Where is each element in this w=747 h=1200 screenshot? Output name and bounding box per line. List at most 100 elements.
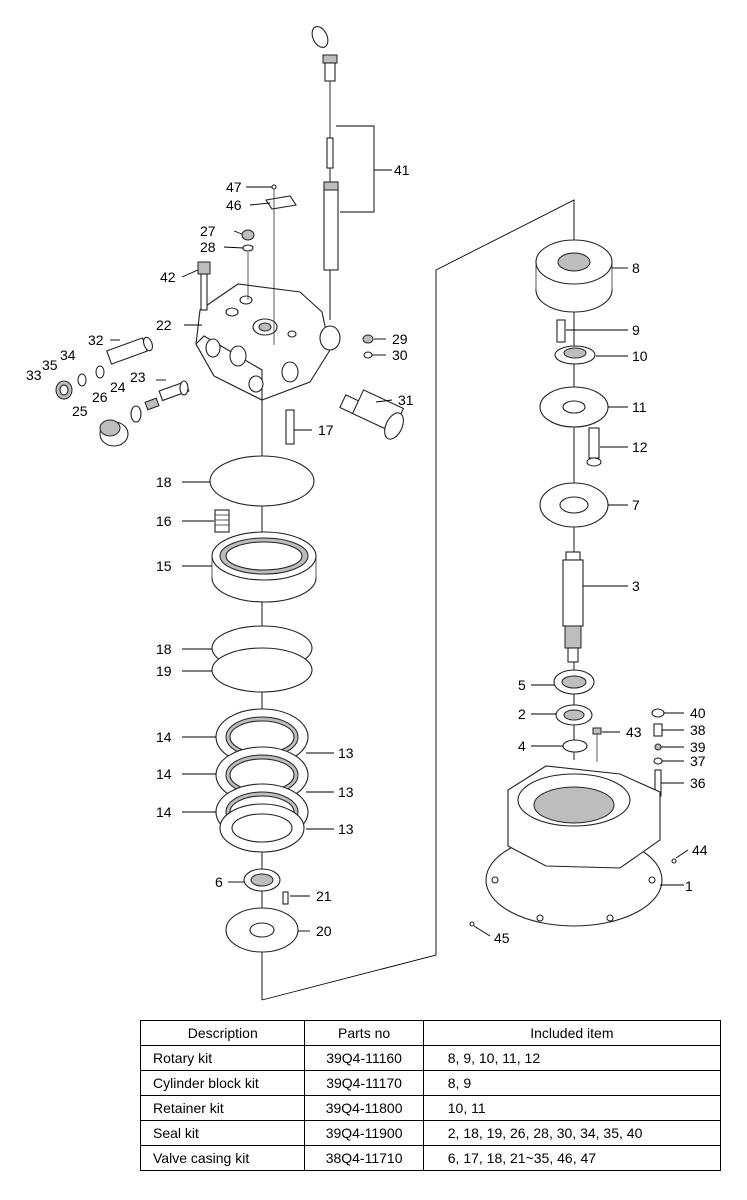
callout-31: 31 — [398, 392, 414, 408]
callout-43: 43 — [626, 724, 642, 740]
plug-45 — [469, 921, 475, 927]
callout-17: 17 — [318, 422, 334, 438]
exploded-parts-diagram: 1 2 3 4 5 6 7 8 9 10 11 12 13 13 13 14 1… — [26, 26, 708, 1001]
callout-14-c: 14 — [156, 804, 172, 820]
brake-piston-15 — [211, 531, 317, 603]
oil-seal-2 — [555, 704, 593, 726]
callout-15: 15 — [156, 558, 172, 574]
callout-9: 9 — [632, 322, 640, 338]
swash-plate-7 — [539, 482, 609, 528]
o-ring-18-top — [209, 455, 315, 507]
drive-shaft-3 — [562, 551, 584, 663]
callout-29: 29 — [392, 331, 408, 347]
callout-47: 47 — [226, 179, 242, 195]
cell-parts-no: 39Q4-11160 — [304, 1045, 424, 1071]
bolt-42 — [197, 261, 211, 311]
piston-12 — [586, 427, 602, 467]
cell-included-item: 6, 17, 18, 21~35, 46, 47 — [422, 1145, 722, 1171]
casing-1 — [485, 765, 663, 927]
plug-27-28-46-47 — [241, 184, 297, 345]
table-row: Cylinder block kit 39Q4-11170 8, 9 — [139, 1070, 722, 1096]
table-row: Rotary kit 39Q4-11160 8, 9, 10, 11, 12 — [139, 1045, 722, 1071]
valve-casing-22 — [195, 283, 341, 401]
callout-35: 35 — [42, 357, 58, 373]
pin-17 — [285, 409, 295, 445]
spring-9 — [556, 319, 566, 343]
callout-38: 38 — [690, 722, 706, 738]
callout-37: 37 — [690, 753, 706, 769]
callout-18-b: 18 — [156, 641, 172, 657]
cell-parts-no: 39Q4-11170 — [304, 1070, 424, 1096]
callout-28: 28 — [200, 239, 216, 255]
pin-21 — [282, 891, 289, 905]
callout-22: 22 — [156, 317, 172, 333]
callout-10: 10 — [632, 348, 648, 364]
leader-lines — [110, 186, 689, 937]
callout-25: 25 — [72, 403, 88, 419]
header-included-item: Included item — [422, 1020, 722, 1046]
plug-29-30 — [362, 334, 374, 359]
callout-2: 2 — [518, 706, 526, 722]
callout-39: 39 — [690, 739, 706, 755]
callout-5: 5 — [518, 677, 526, 693]
cell-parts-no: 39Q4-11900 — [304, 1120, 424, 1146]
kit-parts-table: Description Parts no Included item Rotar… — [139, 1020, 722, 1171]
callout-41: 41 — [394, 162, 410, 178]
callout-8: 8 — [632, 260, 640, 276]
callout-21: 21 — [316, 888, 332, 904]
callout-12: 12 — [632, 439, 648, 455]
cell-description: Valve casing kit — [139, 1145, 306, 1171]
callout-40: 40 — [690, 705, 706, 721]
plate-20 — [225, 907, 299, 953]
cell-included-item: 8, 9 — [422, 1070, 722, 1096]
callout-24: 24 — [110, 379, 126, 395]
cell-description: Retainer kit — [139, 1095, 306, 1121]
spherical-bush-10 — [554, 345, 596, 365]
plug-44 — [671, 858, 677, 864]
header-description: Description — [139, 1020, 306, 1046]
table-header-row: Description Parts no Included item — [139, 1020, 722, 1046]
callout-6: 6 — [215, 874, 223, 890]
callout-13-b: 13 — [338, 784, 354, 800]
callout-13-c: 13 — [338, 821, 354, 837]
callout-14-b: 14 — [156, 766, 172, 782]
bracket-41 — [336, 125, 375, 213]
callout-27: 27 — [200, 223, 216, 239]
callout-16: 16 — [156, 513, 172, 529]
cylinder-block-8 — [535, 239, 613, 313]
table-row: Seal kit 39Q4-11900 2, 18, 19, 26, 28, 3… — [139, 1120, 722, 1146]
cell-parts-no: 38Q4-11710 — [304, 1145, 424, 1171]
cell-included-item: 10, 11 — [422, 1095, 722, 1121]
callout-14-a: 14 — [156, 729, 172, 745]
o-rings-18-19 — [211, 625, 313, 693]
callout-36: 36 — [690, 775, 706, 791]
cell-included-item: 8, 9, 10, 11, 12 — [422, 1045, 722, 1071]
callout-3: 3 — [632, 578, 640, 594]
callout-32: 32 — [88, 332, 104, 348]
callout-33: 33 — [26, 367, 42, 383]
cell-parts-no: 39Q4-11800 — [304, 1095, 424, 1121]
cell-included-item: 2, 18, 19, 26, 28, 30, 34, 35, 40 — [422, 1120, 722, 1146]
plug-43 — [592, 727, 602, 762]
relief-valve-31 — [339, 389, 405, 440]
callout-labels: 1 2 3 4 5 6 7 8 9 10 11 12 13 13 13 14 1… — [26, 162, 708, 946]
callout-1: 1 — [685, 878, 693, 894]
callout-46: 46 — [226, 197, 242, 213]
bearing-5 — [553, 669, 595, 695]
cell-description: Seal kit — [139, 1120, 306, 1146]
retainer-plate-11 — [539, 386, 609, 428]
callout-7: 7 — [632, 497, 640, 513]
callout-45: 45 — [494, 930, 510, 946]
table-row: Valve casing kit 38Q4-11710 6, 17, 18, 2… — [139, 1145, 722, 1171]
spring-16 — [214, 509, 230, 533]
callout-44: 44 — [692, 842, 708, 858]
cell-description: Rotary kit — [139, 1045, 306, 1071]
callout-18-a: 18 — [156, 474, 172, 490]
table-row: Retainer kit 39Q4-11800 10, 11 — [139, 1095, 722, 1121]
callout-4: 4 — [518, 738, 526, 754]
left-side-parts — [55, 336, 190, 447]
header-parts-no: Parts no — [304, 1020, 424, 1046]
callout-42: 42 — [160, 269, 176, 285]
snap-ring-4 — [562, 739, 588, 753]
callout-23: 23 — [130, 369, 146, 385]
